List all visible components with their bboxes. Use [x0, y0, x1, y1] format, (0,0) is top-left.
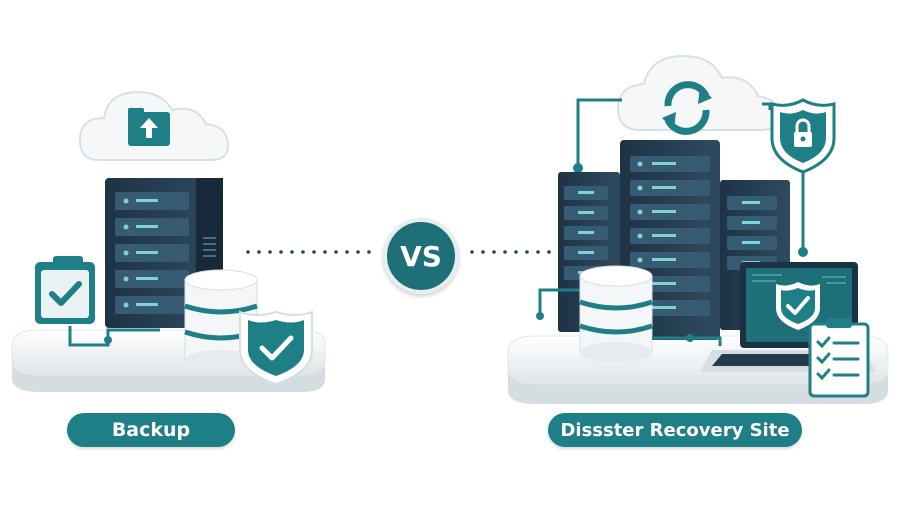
backup-label: Backup: [67, 413, 235, 447]
backup-connector-line: [68, 326, 160, 347]
folder-check-icon: [35, 256, 95, 324]
backup-illustration: [11, 90, 326, 392]
cloud-upload-folder-icon: [78, 90, 230, 161]
shield-lock-icon: [770, 98, 836, 174]
database-icon: [536, 265, 722, 362]
cloud-connector-line: [576, 98, 622, 168]
cloud-sync-icon: [616, 54, 782, 135]
comparison-dotted-line: [246, 250, 551, 254]
checklist-clipboard-icon: [808, 318, 870, 398]
vs-badge: VS: [383, 218, 459, 294]
dr-site-illustration: [507, 54, 889, 404]
dr-site-label: Dissster Recovery Site: [548, 413, 802, 447]
shield-check-icon: [239, 310, 313, 386]
